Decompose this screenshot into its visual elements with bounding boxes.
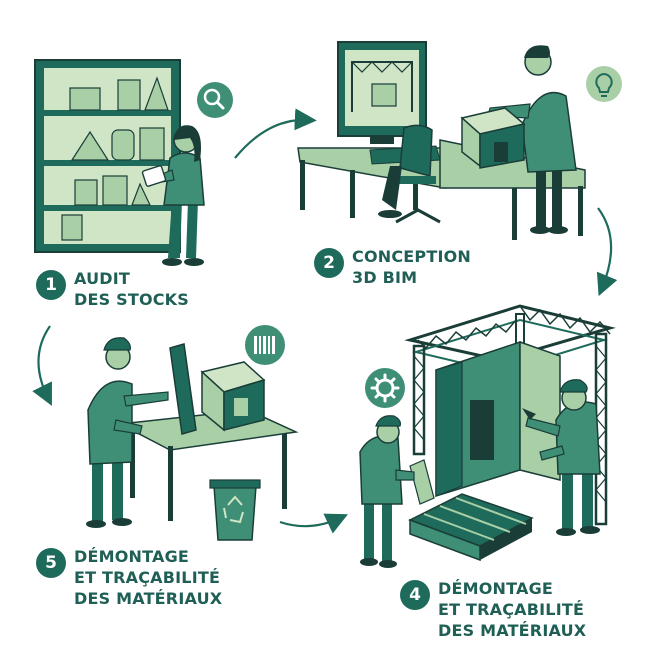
arrow-1-to-2: [234, 108, 317, 159]
step-title: AUDIT DES STOCKS: [74, 269, 190, 309]
wooden-pallet: [408, 493, 534, 562]
worker-helmet-left: [86, 337, 169, 528]
step-title: CONCEPTION 3D BIM: [352, 247, 471, 287]
step-number-badge: 5: [36, 548, 66, 578]
workbench: [117, 409, 299, 521]
office-chair: [378, 124, 441, 224]
recycle-icon: [223, 495, 244, 524]
arrow-1-to-5: [32, 325, 52, 406]
barcode-icon: [245, 325, 285, 365]
step-title: DÉMONTAGE ET TRAÇABILITÉ DES MATÉRIAUX: [74, 547, 223, 608]
lightbulb-icon: [586, 66, 622, 102]
arrow-2-to-4: [596, 207, 618, 297]
worker-helmet-center: [359, 415, 435, 568]
step-number-badge: 1: [36, 270, 66, 300]
3d-model-block: [460, 107, 526, 169]
recycle-bin: [209, 479, 261, 541]
step-2-label: 2 CONCEPTION 3D BIM: [314, 246, 471, 288]
step2-scene: [297, 41, 622, 240]
woman-worker: [141, 125, 205, 266]
worker-helmet-right: [522, 379, 601, 536]
wall-panels: [435, 340, 561, 498]
wood-panels: [169, 343, 266, 435]
step-5-label: 5 DÉMONTAGE ET TRAÇABILITÉ DES MATÉRIAUX: [36, 546, 222, 609]
step-number-badge: 2: [314, 248, 344, 278]
step-title: DÉMONTAGE ET TRAÇABILITÉ DES MATÉRIAUX: [438, 579, 587, 640]
step5-scene: [86, 325, 299, 541]
step1-scene: [34, 59, 233, 266]
step4-scene: [359, 304, 616, 568]
step-1-label: 1 AUDIT DES STOCKS: [36, 268, 189, 310]
arrow-5-to-4: [279, 513, 348, 534]
computer-monitor: [337, 41, 441, 165]
step-number-badge: 4: [400, 580, 430, 610]
gear-icon: [365, 368, 405, 408]
step-4-label: 4 DÉMONTAGE ET TRAÇABILITÉ DES MATÉRIAUX: [400, 578, 586, 641]
shelf-unit: [34, 59, 181, 253]
magnifier-icon: [197, 82, 233, 118]
